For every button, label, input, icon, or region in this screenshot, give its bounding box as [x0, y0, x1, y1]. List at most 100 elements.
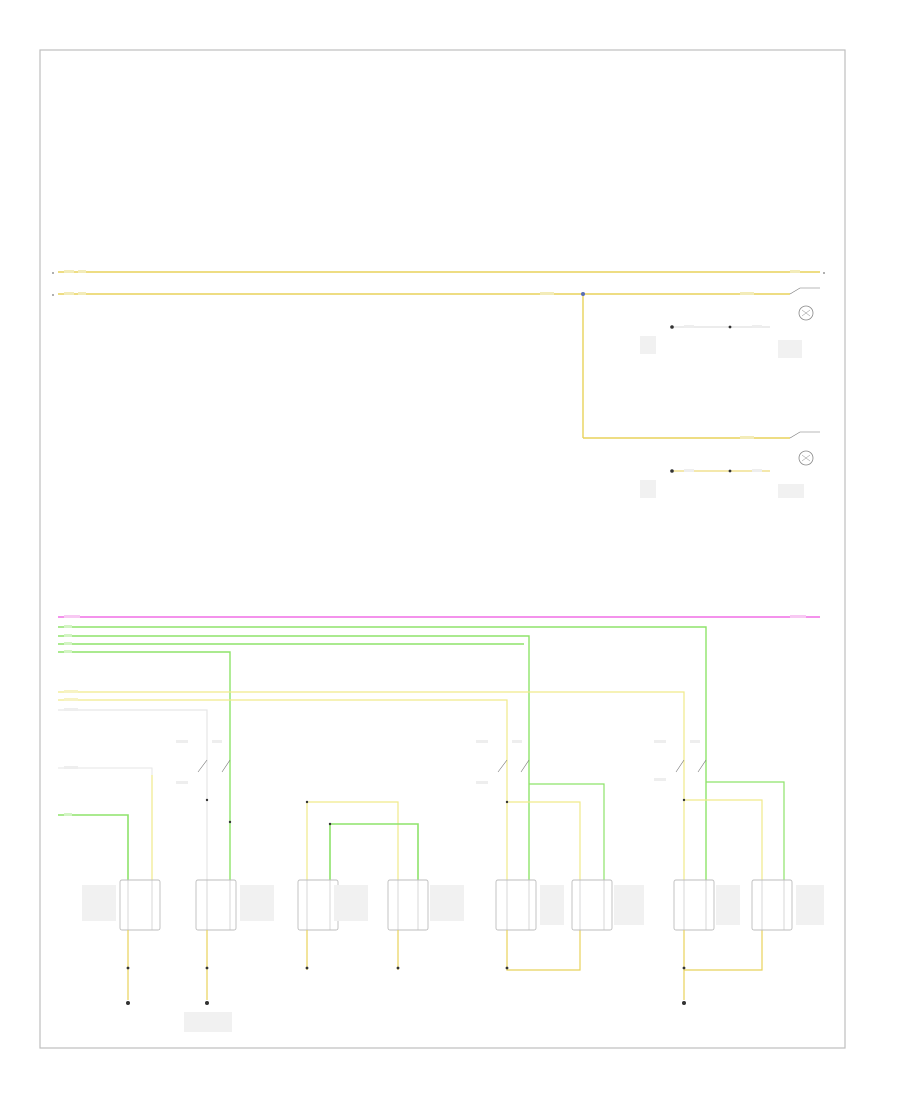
module-2: [184, 879, 274, 1032]
module-3: [297, 879, 368, 970]
ground-wire: [684, 930, 763, 971]
label-smudge: [640, 480, 656, 498]
module-body: [297, 879, 339, 931]
wire-tag: [752, 325, 762, 328]
switch-contact: [789, 287, 820, 295]
wire-tag: [78, 270, 86, 273]
module-body: [673, 879, 715, 931]
lamp-bulb-icon: [798, 305, 814, 321]
module-8: [751, 879, 824, 931]
wire-tag: [64, 625, 72, 628]
label-smudge: [82, 885, 116, 921]
wire-tag: [654, 778, 666, 781]
connector-icon: [682, 966, 686, 970]
wire-tag: [476, 781, 488, 784]
module-5: [495, 879, 581, 971]
module-7: [673, 879, 763, 1005]
wire-tag: [64, 634, 72, 637]
wire-tag: [64, 708, 78, 711]
label-smudge: [640, 336, 656, 354]
green-jumper: [706, 781, 785, 880]
connector-icon: [682, 798, 686, 802]
lower-signal-bus: [58, 615, 820, 880]
wire-tag: [684, 325, 694, 328]
wire-tag: [176, 781, 188, 784]
ground-icon: [126, 1001, 130, 1005]
switch-group-3: [654, 740, 785, 880]
wire-tag: [64, 813, 72, 816]
wire-tag: [212, 740, 222, 743]
green-wire-4: [58, 651, 231, 880]
green-wire-5: [58, 814, 129, 880]
label-smudge: [614, 885, 644, 925]
connector-icon: [305, 800, 309, 804]
wire-tag: [540, 292, 554, 295]
wire-tag: [64, 292, 74, 295]
ground-icon: [670, 325, 674, 329]
yellow-jumper: [684, 799, 763, 880]
green-jumper: [329, 823, 419, 880]
connector-icon: [823, 272, 825, 274]
switch-group-2: [476, 740, 605, 880]
wire-tag: [654, 740, 666, 743]
pale-yellow-wire-1: [58, 691, 685, 880]
switch-group-middle: [305, 800, 419, 880]
ground-icon: [670, 469, 674, 473]
module-body: [119, 879, 161, 931]
connector-icon: [52, 272, 54, 274]
module-1: [82, 879, 161, 1005]
white-wire-2: [58, 767, 153, 880]
wire-tag: [64, 615, 80, 618]
connector-icon: [205, 798, 209, 802]
connector-icon: [328, 822, 332, 826]
module-body: [571, 879, 613, 931]
label-smudge: [778, 340, 802, 358]
wire-tag: [64, 698, 78, 701]
label-smudge: [184, 1012, 232, 1032]
connector-icon: [228, 820, 232, 824]
module-body: [751, 879, 793, 931]
white-wire-1: [58, 709, 208, 880]
switch-contact: [197, 759, 231, 773]
wire-tag: [790, 615, 806, 618]
label-smudge: [796, 885, 824, 925]
wire-tag: [78, 292, 86, 295]
connector-icon: [728, 325, 732, 329]
wire-tag: [176, 740, 188, 743]
label-smudge: [334, 885, 368, 921]
module-4: [387, 879, 464, 970]
connector-icon: [505, 966, 509, 970]
connector-icon: [52, 294, 54, 296]
ground-wire: [506, 930, 581, 971]
module-body: [387, 879, 429, 931]
lower-lamp-assembly: [640, 431, 820, 498]
wire-tag: [790, 270, 800, 273]
lamp-filament: [801, 454, 811, 462]
wire-tag: [752, 469, 762, 472]
ground-icon: [682, 1001, 686, 1005]
switch-contact: [675, 759, 707, 773]
wire-tag: [512, 740, 522, 743]
switch-group-1: [176, 740, 232, 824]
label-smudge: [778, 484, 804, 498]
connector-icon: [305, 966, 309, 970]
switch-contact: [497, 759, 530, 773]
green-wire-1: [58, 626, 707, 880]
diagram-frame: [39, 49, 846, 1049]
label-smudge: [716, 885, 740, 925]
module-row: [82, 879, 824, 1032]
pale-yellow-wire-2: [58, 699, 508, 880]
wire-tag: [64, 650, 72, 653]
feed-wires: [58, 690, 685, 880]
wire-tag: [684, 469, 694, 472]
module-body: [495, 879, 537, 931]
wire-tag: [740, 292, 754, 295]
green-wire-2: [58, 635, 530, 880]
label-smudge: [240, 885, 274, 921]
green-jumper: [529, 783, 605, 880]
label-smudge: [430, 885, 464, 921]
wire-tag: [64, 690, 78, 693]
wire-tag: [64, 270, 74, 273]
